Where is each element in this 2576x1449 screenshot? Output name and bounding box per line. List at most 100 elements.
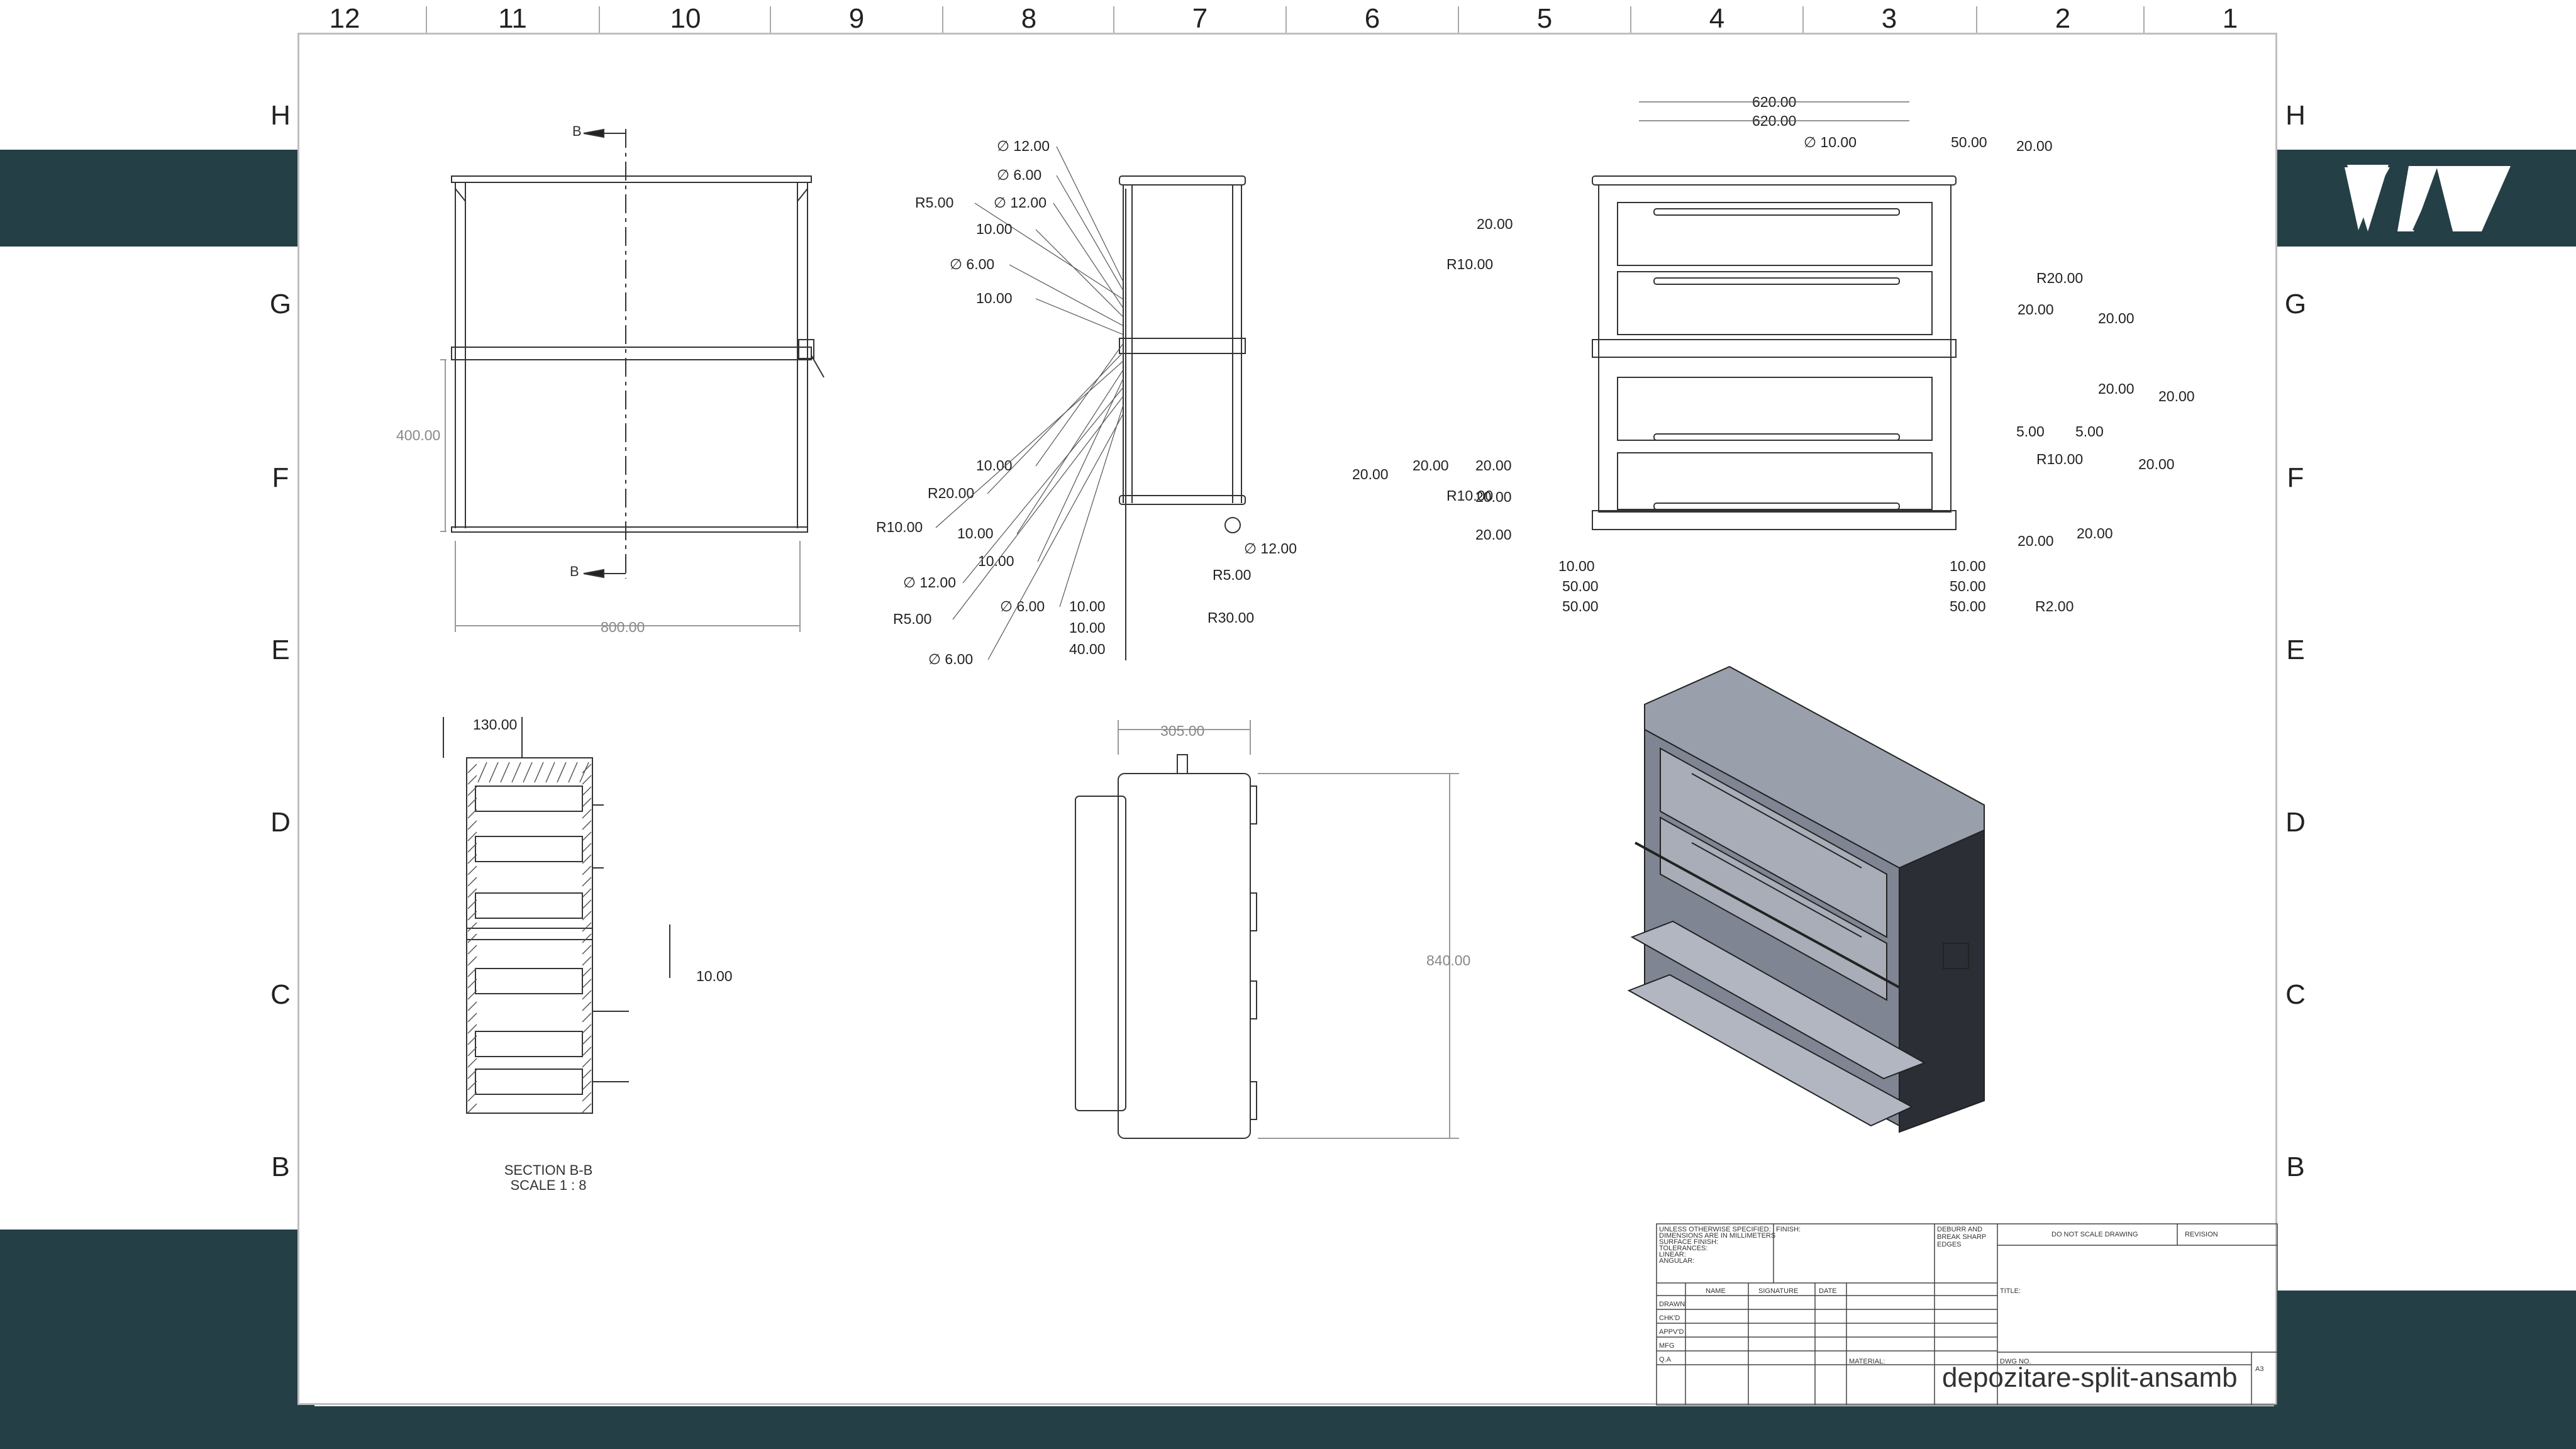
zone-row-right-G: G: [2285, 289, 2306, 319]
top-dim-bottom: 50.00: [1950, 598, 1986, 614]
side-dim-left: 10.00: [957, 525, 994, 541]
front-view: [440, 128, 824, 632]
side-dim-left: ∅ 6.00: [1000, 598, 1045, 614]
tb-finish: FINISH:: [1776, 1226, 1801, 1233]
zone-col-2: 2: [2055, 3, 2070, 34]
zone-row-right-H: H: [2285, 100, 2306, 131]
section-view: [443, 717, 670, 1114]
section-hatch: [467, 762, 592, 1113]
tb-no-scale: DO NOT SCALE DRAWING: [2051, 1231, 2138, 1238]
top-dim-right: 20.00: [2138, 456, 2175, 472]
top-dim-left: 20.00: [1352, 466, 1389, 482]
tb-col-label: SIGNATURE: [1758, 1287, 1798, 1295]
section-gap-dim: 10.00: [696, 968, 733, 984]
zone-col-12: 12: [330, 3, 360, 34]
side-dim-left: ∅ 12.00: [994, 194, 1046, 211]
zone-row-right-E: E: [2286, 635, 2304, 665]
zone-col-1: 1: [2223, 3, 2238, 34]
side-dim-left: R20.00: [928, 485, 974, 501]
zone-row-left-B: B: [271, 1152, 289, 1182]
top-dim-right: R10.00: [2036, 451, 2083, 467]
cut-label-top: B: [572, 123, 582, 139]
side-dim-left: ∅ 6.00: [950, 256, 994, 272]
end-height-dim: 840.00: [1426, 952, 1470, 969]
side-dim-left: 10.00: [976, 457, 1013, 474]
zone-row-right-C: C: [2285, 979, 2306, 1010]
zone-col-9: 9: [849, 3, 864, 34]
top-dim-left: 20.00: [1475, 489, 1512, 505]
side-view: [1119, 175, 1246, 660]
side-dim-left: ∅ 6.00: [997, 167, 1041, 183]
top-dim-bottom: 50.00: [1562, 598, 1599, 614]
isometric-view: [1627, 665, 1985, 1133]
brand-band-left-top: [0, 150, 302, 247]
zone-col-10: 10: [670, 3, 701, 34]
tb-note: LINEAR:: [1659, 1251, 1686, 1258]
zone-col-7: 7: [1192, 3, 1208, 34]
top-dim-bottom: 50.00: [1950, 578, 1986, 594]
section-width-dim: 130.00: [473, 716, 517, 733]
zone-row-right-F: F: [2287, 462, 2304, 493]
top-dim-right: 20.00: [2098, 310, 2135, 326]
zone-col-3: 3: [1882, 3, 1897, 34]
tb-note: UNLESS OTHERWISE SPECIFIED:: [1659, 1226, 1771, 1233]
tb-note: DIMENSIONS ARE IN MILLIMETERS: [1659, 1232, 1775, 1240]
zone-col-5: 5: [1537, 3, 1552, 34]
tb-row-label: MFG: [1659, 1342, 1674, 1350]
tb-deburr: BREAK SHARP: [1937, 1233, 1986, 1241]
side-dim-bottom: 10.00: [1069, 619, 1106, 636]
tb-material: MATERIAL:: [1849, 1358, 1885, 1365]
top-dim-right: 5.00: [2075, 423, 2104, 440]
tb-row-label: CHK'D: [1659, 1314, 1680, 1322]
tb-revision: REVISION: [2185, 1231, 2218, 1238]
side-dim-right: ∅ 12.00: [1244, 540, 1297, 557]
top-dim-left: 20.00: [1477, 216, 1513, 232]
side-dim-right: R5.00: [1213, 567, 1251, 583]
zone-row-left-H: H: [270, 100, 291, 131]
top-dim-right: 20.00: [2077, 525, 2113, 541]
top-dim-bottom: 10.00: [1558, 558, 1595, 574]
end-view: [1075, 720, 1459, 1139]
side-dim-left: ∅ 12.00: [903, 574, 956, 591]
end-width-dim: 305.00: [1160, 723, 1204, 739]
top-view: [1592, 175, 1957, 530]
tb-col-label: NAME: [1706, 1287, 1726, 1295]
top-dim-left: 20.00: [1475, 457, 1512, 474]
top-dim-right: 20.00: [2158, 388, 2195, 404]
side-dim-left: R5.00: [915, 194, 953, 211]
tb-size: A3: [2255, 1365, 2263, 1373]
top-dim-top: 50.00: [1951, 134, 1987, 150]
front-width-dim: 800.00: [601, 619, 645, 635]
side-dim-left: R10.00: [876, 519, 923, 535]
zone-row-right-D: D: [2285, 807, 2306, 838]
section-title: SECTION B-B: [504, 1162, 593, 1178]
top-dim-top: 20.00: [2016, 138, 2053, 154]
zone-row-left-G: G: [270, 289, 291, 319]
side-dim-left: 10.00: [976, 221, 1013, 237]
section-scale: SCALE 1 : 8: [510, 1177, 586, 1193]
top-dim-right: 20.00: [2018, 533, 2054, 549]
top-dim-bottom: R2.00: [2035, 598, 2074, 614]
side-dim-bottom: 40.00: [1069, 641, 1106, 657]
zone-col-11: 11: [498, 3, 527, 34]
tb-note: ANGULAR:: [1659, 1257, 1694, 1265]
zone-col-4: 4: [1709, 3, 1724, 34]
front-height-dim: 400.00: [396, 427, 440, 443]
tb-title-label: TITLE:: [2000, 1287, 2021, 1295]
top-dim-left: R10.00: [1446, 487, 1493, 504]
top-dim-bottom: 10.00: [1950, 558, 1986, 574]
drawing-name: depozitare-split-ansamb: [1942, 1362, 2238, 1393]
zone-row-left-F: F: [272, 462, 289, 493]
top-dim-right: 20.00: [2018, 301, 2054, 318]
tb-row-label: APPV'D: [1659, 1328, 1684, 1336]
side-dim-left: ∅ 12.00: [997, 138, 1050, 154]
title-block: [1656, 1223, 2278, 1406]
top-dim-top: ∅ 10.00: [1804, 134, 1857, 150]
side-dim-left: 10.00: [976, 290, 1013, 306]
side-dim-left: R5.00: [893, 611, 931, 627]
top-dim-left: R10.00: [1446, 256, 1493, 272]
tb-note: TOLERANCES:: [1659, 1245, 1707, 1252]
top-dim-left: 20.00: [1475, 526, 1512, 543]
side-dim-bottom: 10.00: [1069, 598, 1106, 614]
